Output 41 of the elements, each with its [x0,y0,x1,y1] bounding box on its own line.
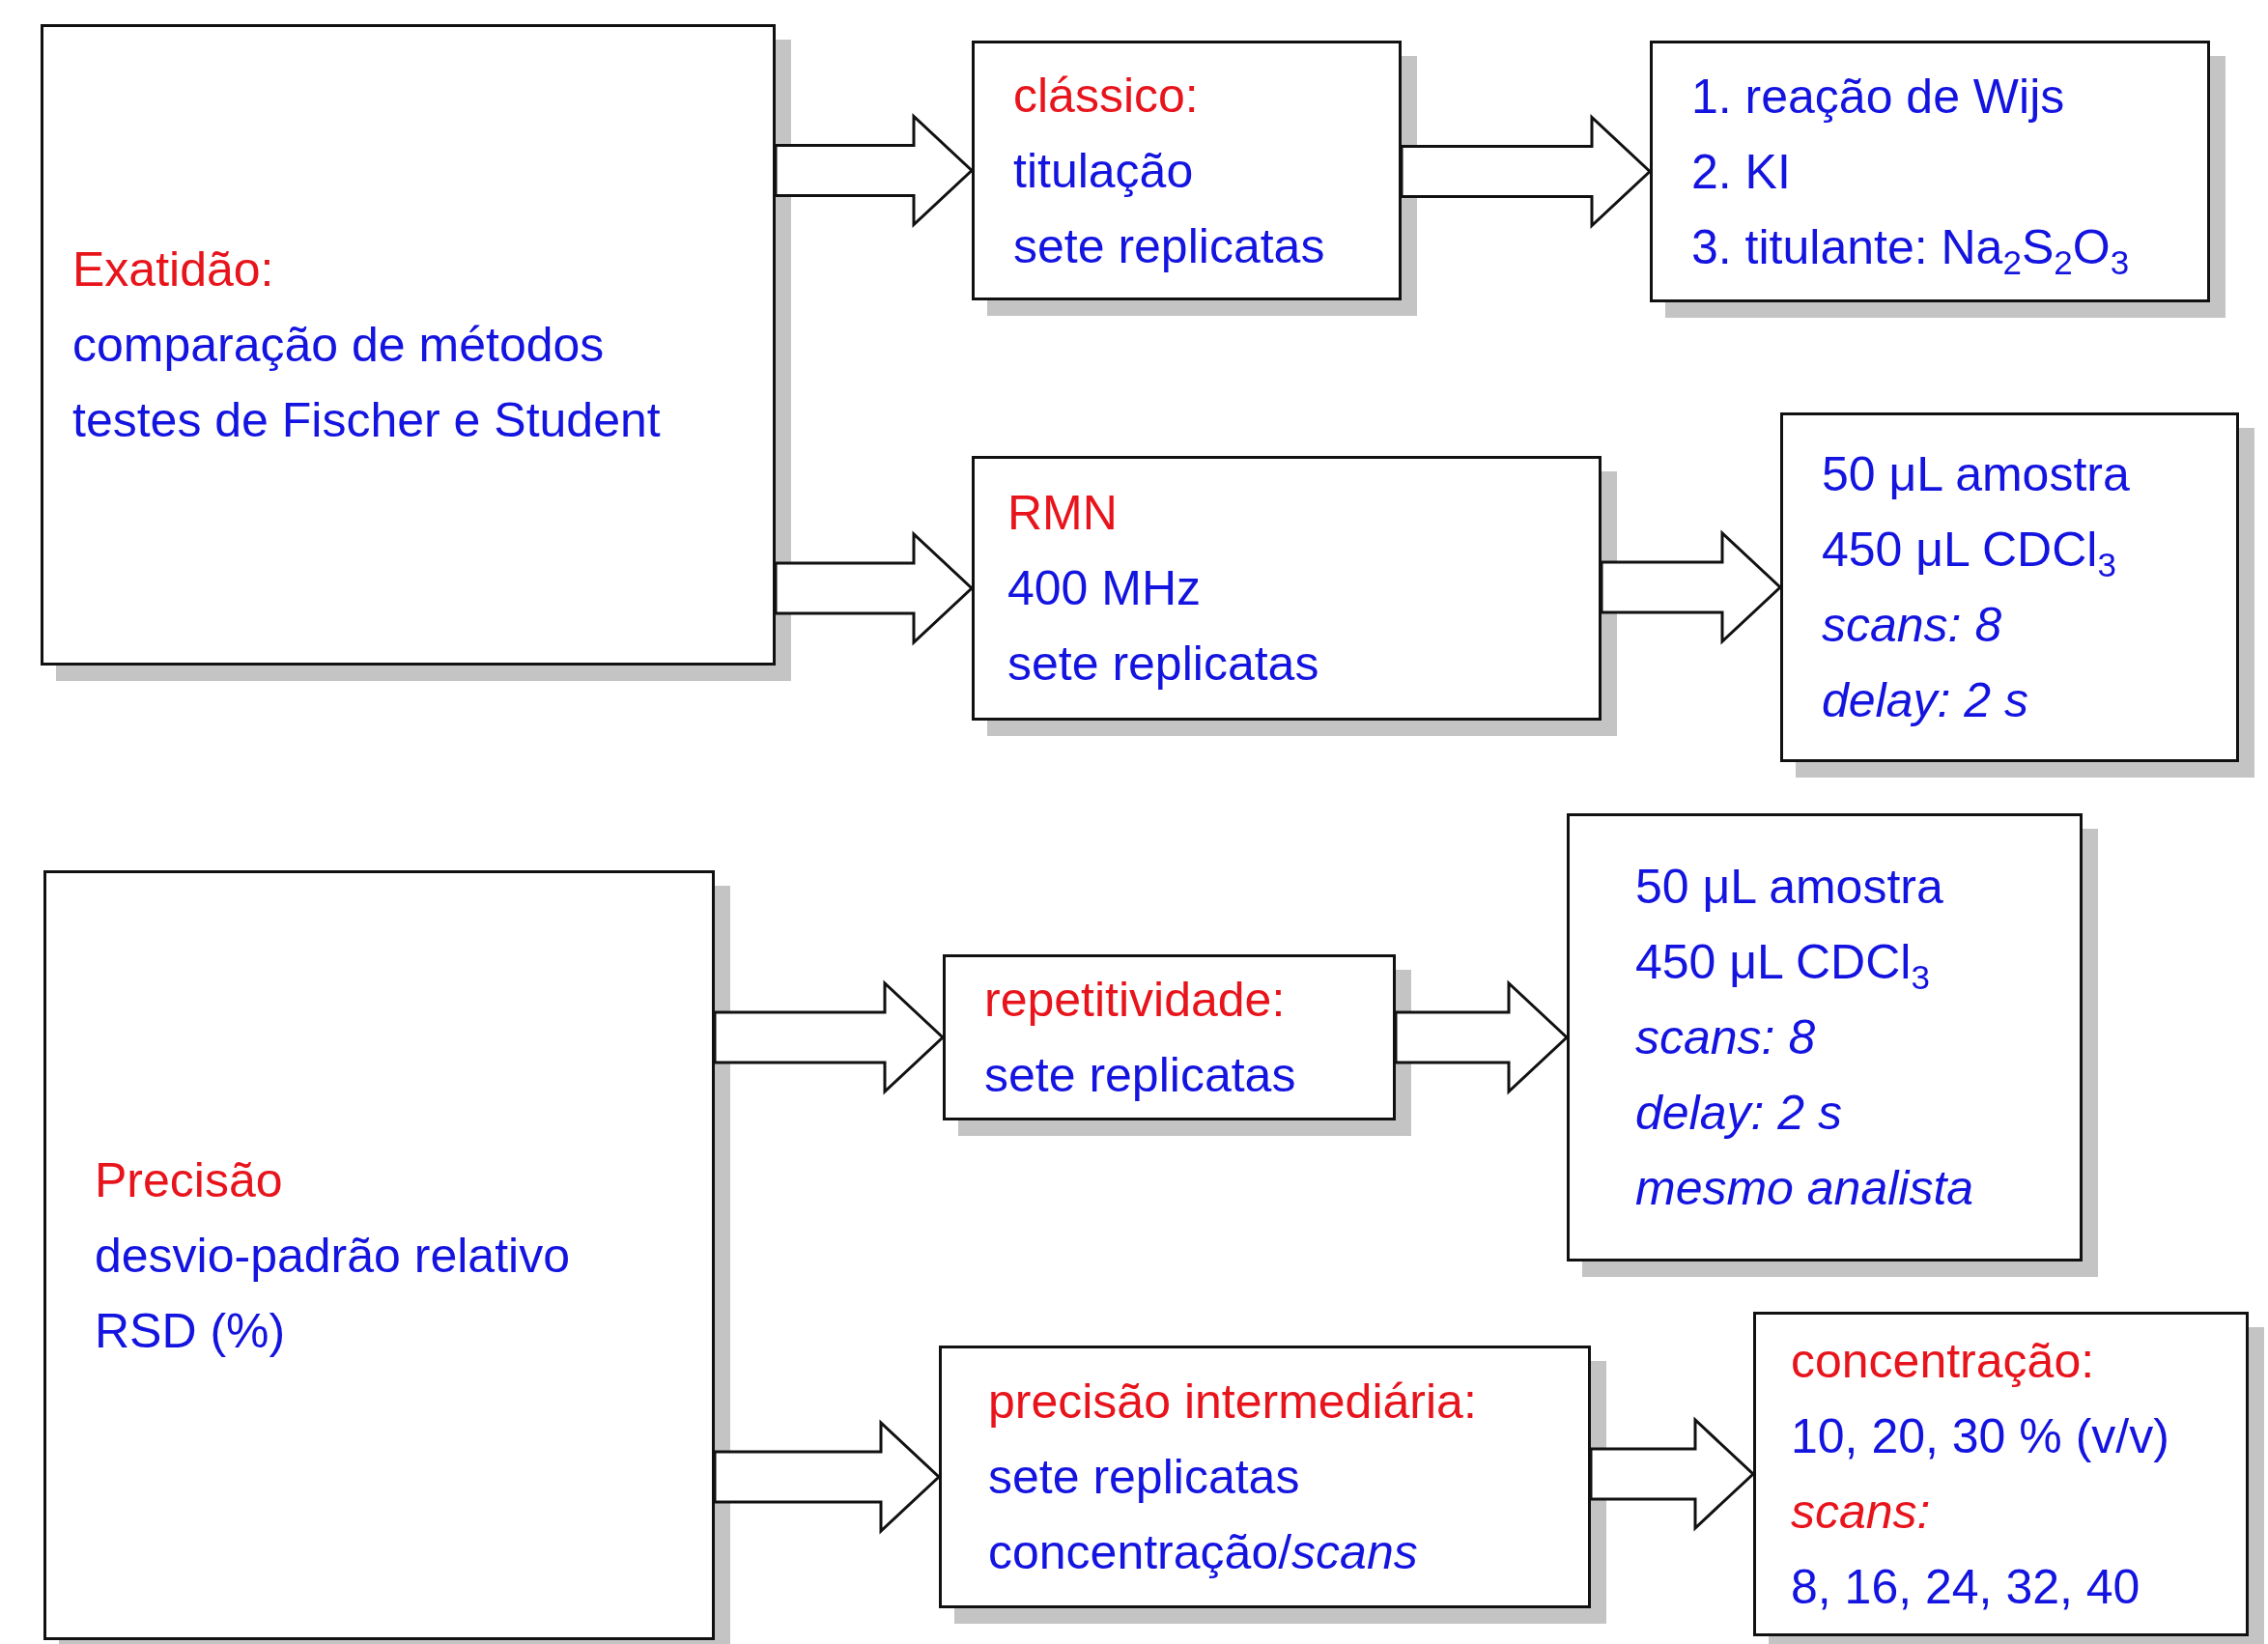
block-arrow [774,530,975,646]
box-text: 1. reação de Wijs [1691,68,2066,126]
box-text: sete replicatas [988,1449,1301,1506]
box-text: titulação [1013,142,1195,200]
box-heading: repetitividade: [984,972,1287,1029]
block-arrow [713,1419,942,1535]
box-heading: concentração: [1791,1333,2096,1390]
box-heading: clássico: [1013,67,1200,125]
box-text: scans: 8 [1822,597,2003,654]
box-text: delay: 2 s [1822,672,2029,729]
box-heading: precisão intermediária: [988,1374,1478,1431]
block-arrow [1400,114,1653,229]
box-text: concentração/scans [988,1524,1419,1581]
box-heading: Exatidão: [72,241,275,298]
box-heading: RMN [1007,485,1119,542]
box-text: 450 μL CDCl$_{3}$ [1635,934,1931,998]
box-text: scans: 8 [1635,1009,1817,1066]
box-text: 8, 16, 24, 32, 40 [1791,1559,2141,1616]
box-text: comparação de métodos [72,317,606,374]
block-arrow [774,113,975,228]
box-text: testes de Fischer e Student [72,392,662,449]
box-text: sete replicatas [1013,217,1326,275]
block-arrow [713,979,946,1095]
block-arrow [1589,1416,1756,1532]
box-text: 10, 20, 30 % (v/v) [1791,1408,2170,1465]
box-text: 400 MHz [1007,560,1203,617]
box-text: 3. titulante: Na$_{2}$S$_{2}$O$_{3}$ [1691,218,2131,282]
box-text: delay: 2 s [1635,1085,1843,1142]
box-text: desvio-padrão relativo [95,1227,571,1285]
box-text: 450 μL CDCl$_{3}$ [1822,522,2117,585]
block-arrow [1600,529,1783,645]
box-text: mesmo analista [1635,1160,1975,1217]
box-text: 50 μL amostra [1635,859,1944,916]
box-heading: scans: [1791,1484,1932,1541]
box-text: sete replicatas [1007,636,1320,693]
box-text: 50 μL amostra [1822,446,2131,503]
box-text: 2. KI [1691,143,1792,201]
box-heading: Precisão [95,1151,284,1209]
block-arrow [1394,979,1570,1095]
box-text: sete replicatas [984,1047,1297,1104]
box-text: RSD (%) [95,1302,287,1360]
